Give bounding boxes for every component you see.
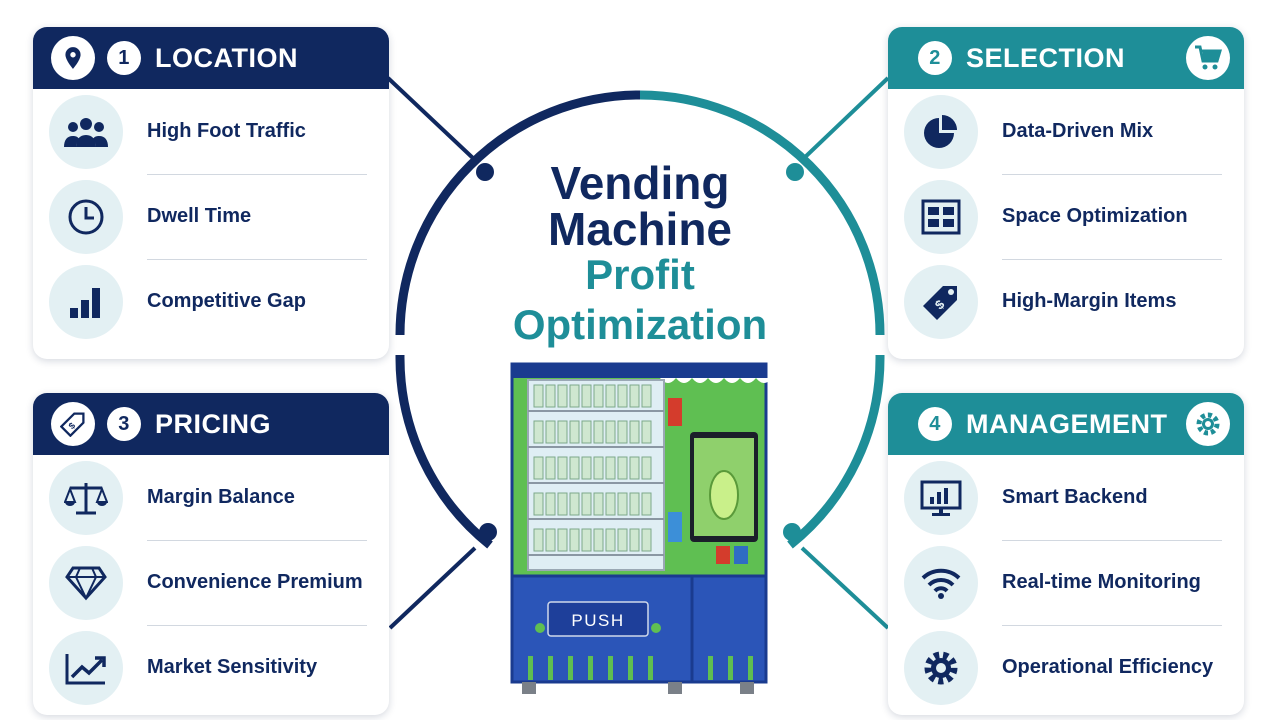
panel-number: 1 xyxy=(107,41,141,75)
panel-location: 1 LOCATION High Foot Traffic Dwell Time … xyxy=(33,27,389,359)
title-line-1: Vending xyxy=(550,157,730,209)
panel-pricing-header: $ 3 PRICING xyxy=(33,393,389,455)
panel-selection: 2 SELECTION Data-Driven Mix Space Optimi… xyxy=(888,27,1244,359)
wifi-icon xyxy=(904,545,978,620)
title-line-4: Optimization xyxy=(512,301,768,348)
item-label: Competitive Gap xyxy=(147,290,306,312)
list-item: Margin Balance xyxy=(49,455,389,540)
connector-selection xyxy=(800,76,890,162)
panel-number: 2 xyxy=(918,41,952,75)
arc-bottom-right xyxy=(787,354,885,549)
price-tag-icon: $ xyxy=(51,402,95,446)
item-label: Operational Efficiency xyxy=(1002,656,1214,678)
panel-location-header: 1 LOCATION xyxy=(33,27,389,89)
item-label: Margin Balance xyxy=(147,486,295,508)
list-item: Operational Efficiency xyxy=(904,625,1244,710)
gear-icon xyxy=(1186,402,1230,446)
list-item: Real-time Monitoring xyxy=(904,540,1244,625)
monitor-icon xyxy=(904,460,978,535)
list-item: Space Optimization xyxy=(904,174,1244,259)
item-label: Data-Driven Mix xyxy=(1002,120,1154,142)
item-label: High Foot Traffic xyxy=(147,120,306,142)
panel-pricing: $ 3 PRICING Margin Balance Convenience P… xyxy=(33,393,389,715)
list-item: $ High-Margin Items xyxy=(904,259,1244,344)
list-item: Market Sensitivity xyxy=(49,625,389,710)
shopping-cart-icon xyxy=(1186,36,1230,80)
arc-bottom-left xyxy=(395,354,493,549)
gear-icon xyxy=(904,630,978,705)
pie-chart-icon xyxy=(904,94,978,169)
panel-title: SELECTION xyxy=(966,42,1126,73)
item-label: Real-time Monitoring xyxy=(1002,571,1201,593)
price-tag-icon: $ xyxy=(904,264,978,339)
dot-management xyxy=(783,523,801,541)
panel-number: 4 xyxy=(918,407,952,441)
item-label: Convenience Premium xyxy=(147,571,363,593)
item-label: High-Margin Items xyxy=(1002,290,1177,312)
diamond-icon xyxy=(49,545,123,620)
clock-icon xyxy=(49,179,123,254)
trend-up-icon xyxy=(49,630,123,705)
svg-text:$: $ xyxy=(67,420,78,431)
scale-icon xyxy=(49,460,123,535)
dot-location xyxy=(476,163,494,181)
list-item: Dwell Time xyxy=(49,174,389,259)
arc-top-left xyxy=(395,90,641,336)
panel-title: MANAGEMENT xyxy=(966,408,1168,439)
item-label: Market Sensitivity xyxy=(147,656,318,678)
arc-top-right xyxy=(639,90,885,336)
dot-selection xyxy=(786,163,804,181)
item-label: Smart Backend xyxy=(1002,486,1148,508)
panel-management: 4 MANAGEMENT Smart Backend Real-time Mon… xyxy=(888,393,1244,715)
bar-chart-icon xyxy=(49,264,123,339)
map-pin-icon xyxy=(51,36,95,80)
connector-location xyxy=(386,76,477,162)
panel-selection-header: 2 SELECTION xyxy=(888,27,1244,89)
title-line-3: Profit xyxy=(585,251,695,298)
panel-number: 3 xyxy=(107,407,141,441)
panel-title: LOCATION xyxy=(155,42,298,73)
vending-machine: PUSH xyxy=(510,362,772,694)
title-line-2: Machine xyxy=(547,203,733,255)
connector-management xyxy=(800,546,890,630)
people-icon xyxy=(49,94,123,169)
item-label: Dwell Time xyxy=(147,205,252,227)
list-item: Competitive Gap xyxy=(49,259,389,344)
grid-layout-icon xyxy=(904,179,978,254)
push-label: PUSH xyxy=(571,611,624,630)
list-item: Convenience Premium xyxy=(49,540,389,625)
dot-pricing xyxy=(479,523,497,541)
connector-pricing xyxy=(388,546,477,630)
panel-title: PRICING xyxy=(155,408,272,439)
list-item: Data-Driven Mix xyxy=(904,89,1244,174)
item-label: Space Optimization xyxy=(1002,205,1188,227)
list-item: Smart Backend xyxy=(904,455,1244,540)
list-item: High Foot Traffic xyxy=(49,89,389,174)
panel-management-header: 4 MANAGEMENT xyxy=(888,393,1244,455)
